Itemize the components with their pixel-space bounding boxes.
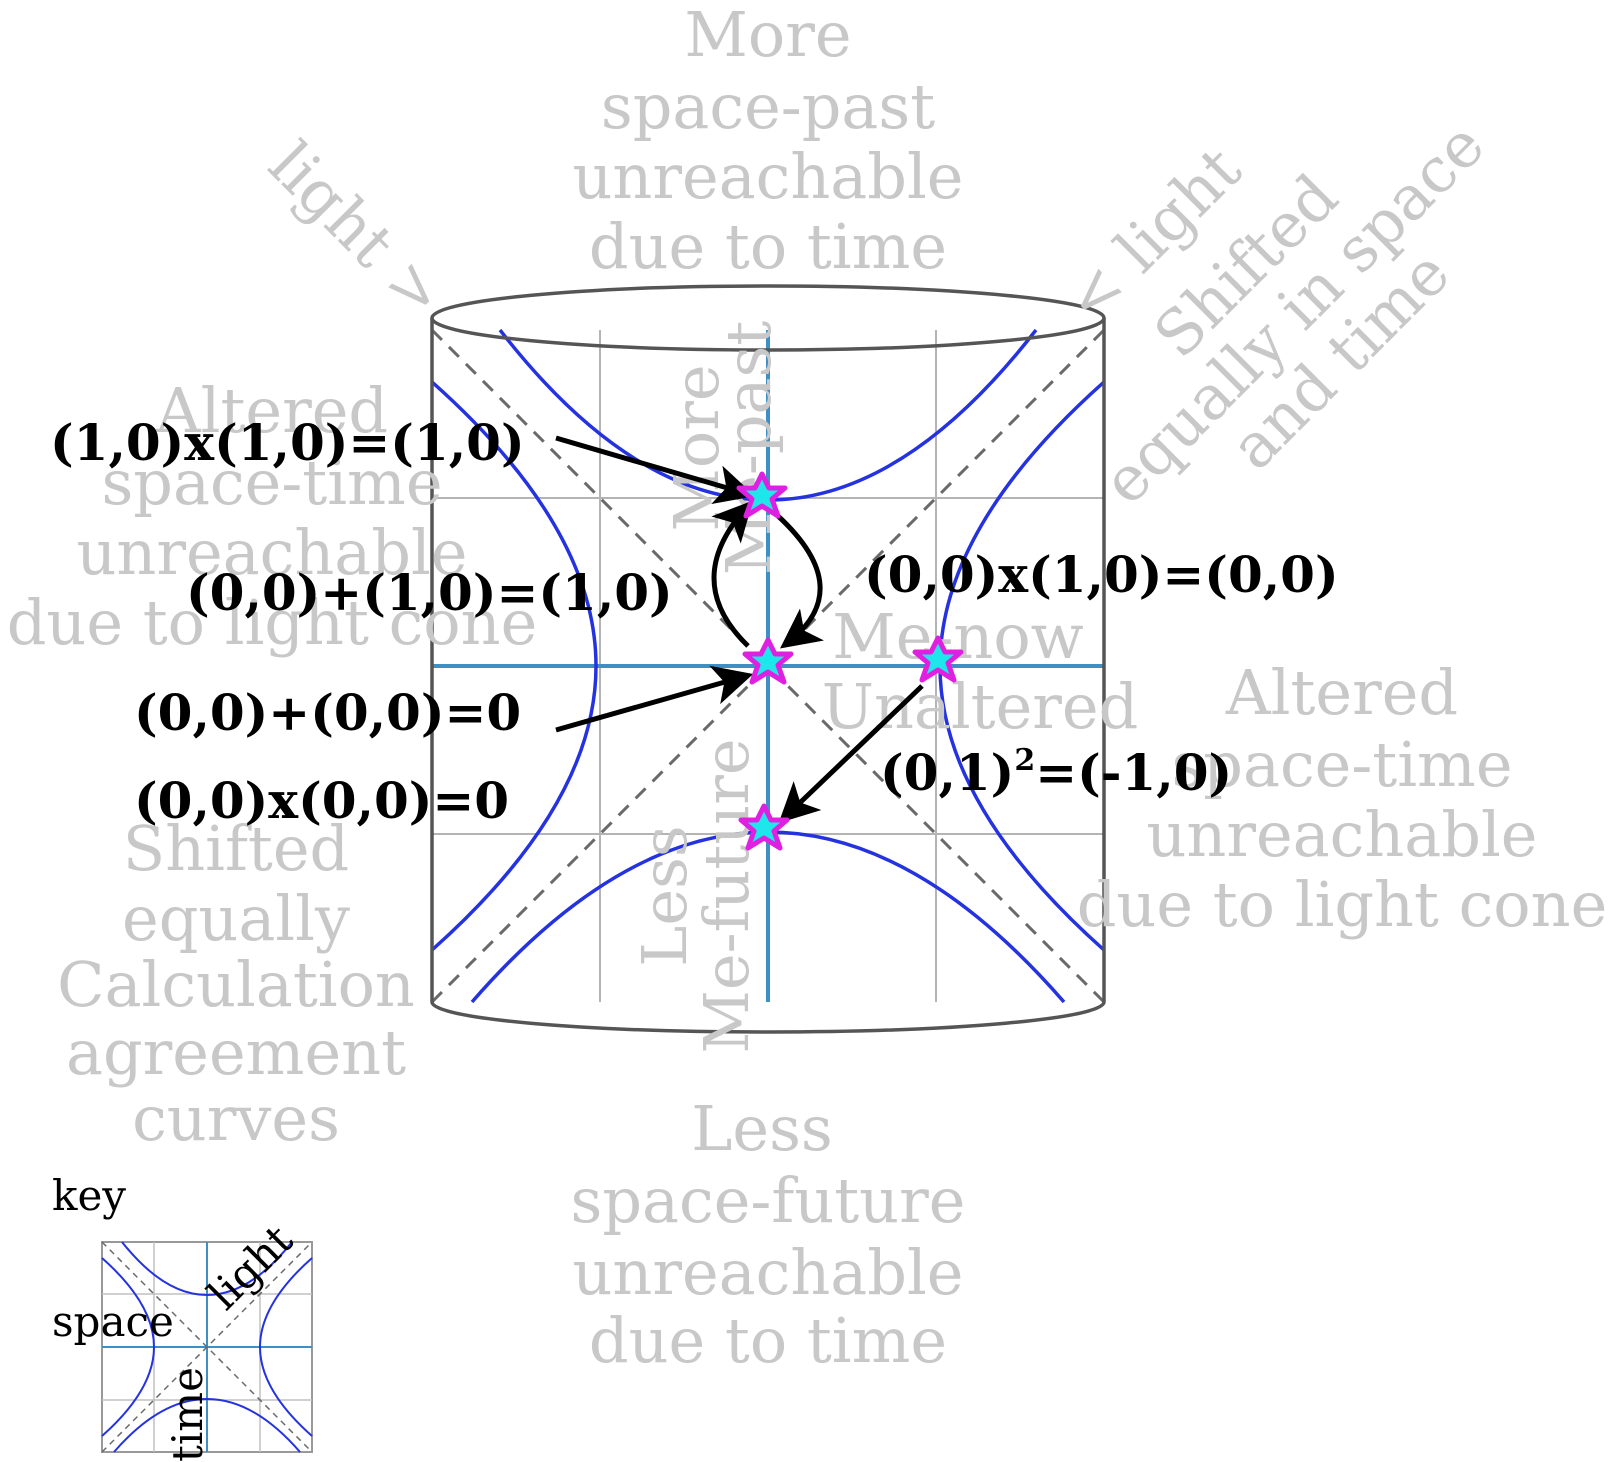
arrow-e4 <box>555 665 754 733</box>
svg-text:space-time: space-time <box>1171 728 1512 801</box>
region-bottom: Less space-future unreachable due to tim… <box>571 1092 966 1377</box>
svg-text:Shifted: Shifted <box>123 812 349 885</box>
star-zero <box>742 637 794 685</box>
key-legend: key space t <box>52 1171 313 1462</box>
svg-text:agreement: agreement <box>66 1016 406 1089</box>
light-label-left: light > <box>255 128 459 332</box>
equation-e5: (0,0)x(0,0)=0 <box>134 771 509 830</box>
key-time-label: time <box>163 1367 212 1462</box>
star-minus-one <box>738 803 790 851</box>
svg-text:curves: curves <box>132 1082 340 1155</box>
cylinder-outline <box>430 284 1106 1034</box>
svg-text:space-past: space-past <box>601 70 935 143</box>
star-one <box>736 471 788 519</box>
cylinder-bottom <box>430 1001 1106 1034</box>
svg-text:unreachable: unreachable <box>573 140 964 213</box>
equation-e6: (0,1)2=(-1,0) <box>880 743 1232 802</box>
svg-text:equally: equally <box>122 882 350 955</box>
equations: (1,0)x(1,0)=(1,0) (0,0)+(1,0)=(1,0) (0,0… <box>50 413 1339 830</box>
svg-text:due to time: due to time <box>589 210 947 283</box>
svg-text:Me-now: Me-now <box>832 600 1083 673</box>
svg-text:space-time: space-time <box>101 446 442 519</box>
center-less-me-future: Less Me-future <box>628 738 763 1053</box>
svg-text:unreachable: unreachable <box>1147 798 1538 871</box>
svg-text:unreachable: unreachable <box>77 516 468 589</box>
svg-text:space-future: space-future <box>571 1164 966 1237</box>
svg-text:Less: Less <box>691 1092 833 1165</box>
star-icon <box>736 471 964 851</box>
arrow-up-curve <box>711 500 754 648</box>
arrow-e1 <box>555 435 756 505</box>
region-top: More space-past unreachable due to time <box>573 0 964 283</box>
region-left-shifted: Shifted equally Calculation agreement cu… <box>57 812 415 1155</box>
equation-e1: (1,0)x(1,0)=(1,0) <box>50 413 525 472</box>
svg-text:Altered: Altered <box>1225 656 1458 729</box>
svg-text:Unaltered: Unaltered <box>822 670 1139 743</box>
star-i <box>912 635 964 683</box>
curve-left <box>430 380 598 952</box>
svg-text:Calculation: Calculation <box>57 948 415 1021</box>
svg-text:Altered: Altered <box>155 374 388 447</box>
svg-text:due to light cone: due to light cone <box>7 586 538 659</box>
equation-e4: (0,0)+(0,0)=0 <box>134 683 521 742</box>
key-plot <box>101 1241 313 1453</box>
key-space-label: space <box>52 1297 174 1346</box>
arrow-e6 <box>778 684 924 824</box>
arrow-down-curve <box>776 514 824 649</box>
svg-text:due to time: due to time <box>589 1304 947 1377</box>
svg-text:unreachable: unreachable <box>573 1236 964 1309</box>
svg-text:Less: Less <box>628 825 701 967</box>
equation-e3: (0,0)x(1,0)=(0,0) <box>864 545 1339 604</box>
svg-text:More: More <box>684 0 851 71</box>
region-right-altered: Altered space-time unreachable due to li… <box>1077 656 1608 941</box>
arrow-icon <box>555 435 924 824</box>
svg-text:Me-future: Me-future <box>690 738 763 1053</box>
key-title: key <box>52 1171 126 1220</box>
equation-e2: (0,0)+(1,0)=(1,0) <box>186 563 673 622</box>
svg-text:due to light cone: due to light cone <box>1077 868 1608 941</box>
region-left-altered: Altered space-time unreachable due to li… <box>7 374 538 659</box>
